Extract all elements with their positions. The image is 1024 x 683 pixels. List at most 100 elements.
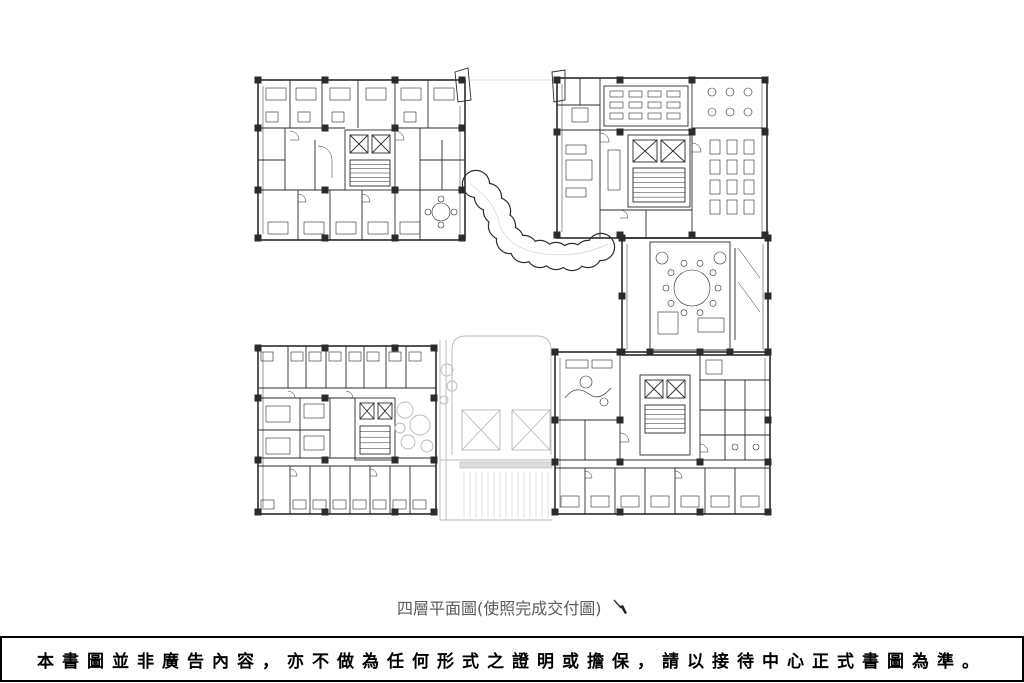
lounge-room <box>649 241 731 351</box>
desk <box>628 112 643 120</box>
weight-station <box>743 87 753 97</box>
fitness-equipment <box>726 159 738 175</box>
bed <box>348 351 362 362</box>
bed <box>260 351 274 362</box>
bed <box>388 351 402 362</box>
structural-column <box>761 128 769 136</box>
door-swing <box>289 130 300 141</box>
structural-column <box>391 508 399 516</box>
structural-column <box>764 508 772 516</box>
elevator-shaft-cross <box>666 379 686 399</box>
bed <box>620 495 640 508</box>
structural-column <box>618 234 626 242</box>
structural-column <box>688 76 696 84</box>
elevator-shaft-cross <box>377 402 393 420</box>
bed <box>650 495 670 508</box>
elevator-shaft-cross <box>371 134 391 154</box>
east-lounge-link <box>618 234 772 356</box>
bathroom-fixture <box>265 111 279 123</box>
structural-column <box>696 458 704 466</box>
bed <box>295 87 317 101</box>
structural-column <box>618 292 626 300</box>
structural-column <box>764 458 772 466</box>
bathroom-fixture <box>297 111 311 123</box>
floor-plan-drawing <box>254 67 772 521</box>
fitness-equipment <box>726 139 738 155</box>
chair <box>709 269 717 277</box>
structural-column <box>430 456 438 464</box>
exterior-wall <box>621 237 769 356</box>
structural-column <box>391 186 399 194</box>
bed <box>312 499 327 510</box>
bed <box>332 499 347 510</box>
balcony-fin <box>454 67 472 103</box>
chair <box>680 309 688 317</box>
northwest-wing <box>254 67 472 242</box>
side-table <box>655 251 669 265</box>
bed <box>292 499 307 510</box>
elevator-shaft-cross <box>349 134 369 154</box>
door-swing <box>297 193 307 203</box>
structural-column <box>391 124 399 132</box>
structural-column <box>321 344 329 352</box>
structural-column <box>321 234 329 242</box>
fitness-equipment <box>743 139 755 155</box>
elevator-shaft <box>371 134 391 154</box>
structural-column <box>254 186 262 194</box>
lounge-seating <box>564 387 612 399</box>
north-arrow-shaft <box>612 599 622 609</box>
fitness-equipment <box>726 199 738 215</box>
elevator-core <box>639 374 691 456</box>
structural-column <box>430 508 438 516</box>
door-swing <box>699 443 709 453</box>
bed <box>590 495 610 508</box>
lounge-table <box>579 375 593 389</box>
planting <box>396 401 414 419</box>
stair <box>359 425 391 455</box>
structural-column <box>616 458 624 466</box>
spiral-stair <box>317 145 333 178</box>
sofa <box>565 144 587 155</box>
structural-column <box>254 394 262 402</box>
structural-column <box>688 128 696 136</box>
side-table <box>599 397 609 407</box>
structural-column <box>764 234 772 242</box>
structural-column <box>696 508 704 516</box>
chair <box>680 259 688 267</box>
structural-column <box>696 348 704 356</box>
reception-counter <box>607 149 621 191</box>
structural-column <box>321 76 329 84</box>
bathroom-fixture <box>303 403 325 419</box>
bed <box>365 87 387 101</box>
planting <box>420 439 434 453</box>
desk <box>666 112 681 120</box>
structural-column <box>321 456 329 464</box>
structural-column <box>458 186 466 194</box>
bed <box>560 495 580 508</box>
southeast-wing <box>551 348 772 516</box>
bed <box>267 221 289 235</box>
structural-column <box>616 128 624 136</box>
structural-column <box>254 508 262 516</box>
structural-column <box>391 234 399 242</box>
void-opening <box>511 409 551 451</box>
planting <box>439 395 449 405</box>
bed <box>399 221 421 235</box>
door-swing <box>619 209 629 219</box>
fitness-equipment <box>743 199 755 215</box>
structural-column <box>553 128 561 136</box>
bed <box>265 437 291 455</box>
door-swing <box>619 432 630 443</box>
round-table <box>431 202 451 222</box>
disclaimer-text: 本書圖並非廣告內容，亦不做為任何形式之證明或擔保，請以接待中心正式書圖為準。 <box>37 651 987 672</box>
structural-column <box>321 124 329 132</box>
desk <box>628 101 643 109</box>
sofa-set <box>657 311 679 335</box>
fitness-equipment <box>709 179 721 195</box>
stair <box>632 167 686 203</box>
elevator-shaft <box>359 402 375 420</box>
structural-column <box>458 234 466 242</box>
courtyard-outline <box>451 335 552 455</box>
elevator-shaft-cross <box>660 139 686 163</box>
side-table <box>713 251 727 265</box>
